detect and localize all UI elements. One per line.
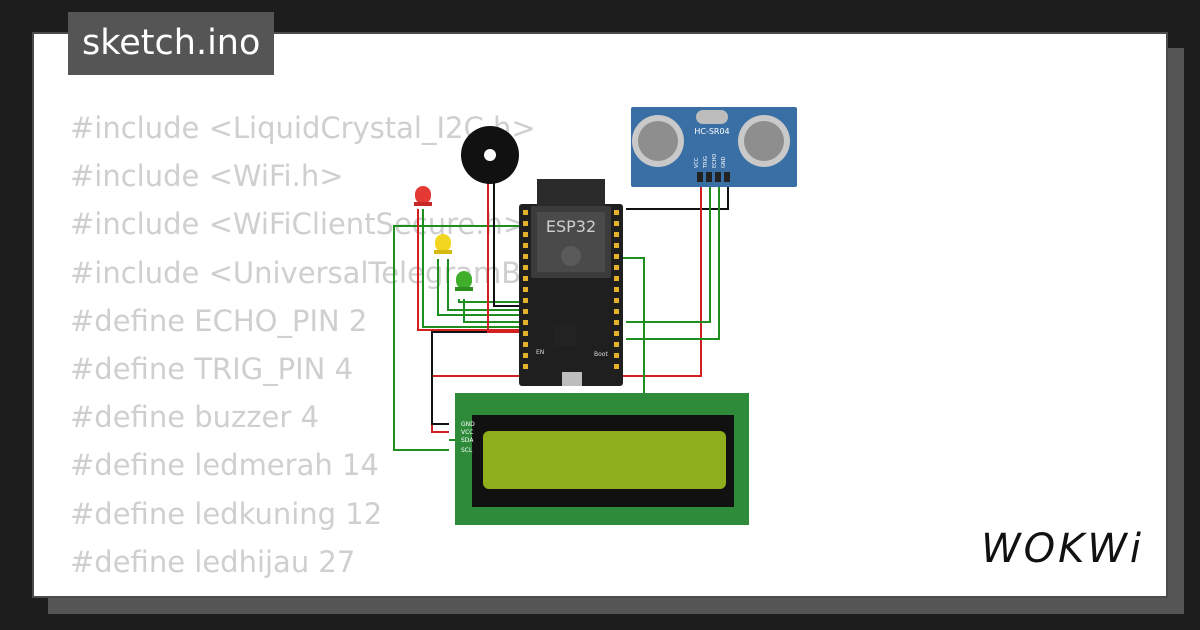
- code-line: #define ledmerah 14: [70, 448, 379, 483]
- led-green: [455, 271, 473, 291]
- en-label: EN: [536, 349, 544, 356]
- led-yellow: [434, 234, 452, 254]
- buzzer: [461, 126, 519, 184]
- svg-text:ECHO: ECHO: [712, 154, 718, 168]
- led-red: [414, 186, 432, 206]
- sensor-label: HC-SR04: [694, 127, 729, 136]
- svg-text:SDA: SDA: [461, 437, 474, 444]
- wire-red: [487, 182, 522, 333]
- code-line: #include <LiquidCrystal_I2C.h>: [70, 111, 536, 145]
- file-tab[interactable]: sketch.ino: [68, 12, 275, 75]
- usb-port: [562, 372, 582, 386]
- lcd-display: GND VCC SDA SCL: [455, 393, 749, 525]
- circuit-diagram: ESP32: [393, 107, 797, 525]
- esp32-board: ESP32: [519, 179, 623, 386]
- wire-black: [493, 182, 522, 307]
- svg-text:TRIG: TRIG: [703, 156, 709, 169]
- wire-green: [463, 299, 522, 323]
- wire-green: [447, 259, 522, 311]
- lcd-pin-labels: GND VCC SDA SCL: [461, 421, 475, 454]
- pin-header-left: [523, 210, 528, 369]
- svg-text:SCL: SCL: [461, 447, 473, 454]
- code-line: #define TRIG_PIN 4: [70, 351, 354, 386]
- code-line: #include <UniversalTelegramBot.h>: [70, 255, 603, 290]
- sensor-pin-labels: VCC TRIG ECHO GND: [694, 154, 727, 169]
- ultrasonic-sensor: HC-SR04 VCC TRIG ECHO GND: [631, 107, 797, 187]
- preview-card: #include <LiquidCrystal_I2C.h> #include …: [32, 32, 1168, 598]
- wire-green: [626, 174, 720, 340]
- wokwi-logo: WOKWi: [981, 526, 1144, 572]
- pin-header-right: [614, 210, 619, 369]
- code-preview: #include <LiquidCrystal_I2C.h> #include …: [70, 104, 602, 586]
- code-line: #define buzzer 4: [70, 400, 319, 435]
- wire-green: [458, 299, 522, 303]
- wire-red: [417, 209, 522, 331]
- svg-text:VCC: VCC: [461, 429, 473, 436]
- code-line: #include <WiFiClientSecure.h>: [70, 207, 528, 242]
- wire-green: [626, 174, 711, 323]
- esp32-label: ESP32: [546, 217, 596, 236]
- code-line: #include <WiFi.h>: [70, 159, 344, 194]
- boot-label: Boot: [594, 351, 608, 358]
- wire-black: [431, 331, 522, 425]
- code-line: #define ECHO_PIN 2: [70, 303, 368, 338]
- wire-green: [437, 259, 522, 316]
- svg-text:GND: GND: [721, 156, 727, 168]
- svg-text:VCC: VCC: [694, 157, 700, 168]
- code-line: #define ledkuning 12: [70, 496, 383, 531]
- svg-text:GND: GND: [461, 421, 475, 428]
- wire-green: [393, 225, 522, 451]
- sensor-pins: [697, 172, 730, 182]
- code-line: #define ledhijau 27: [70, 544, 356, 579]
